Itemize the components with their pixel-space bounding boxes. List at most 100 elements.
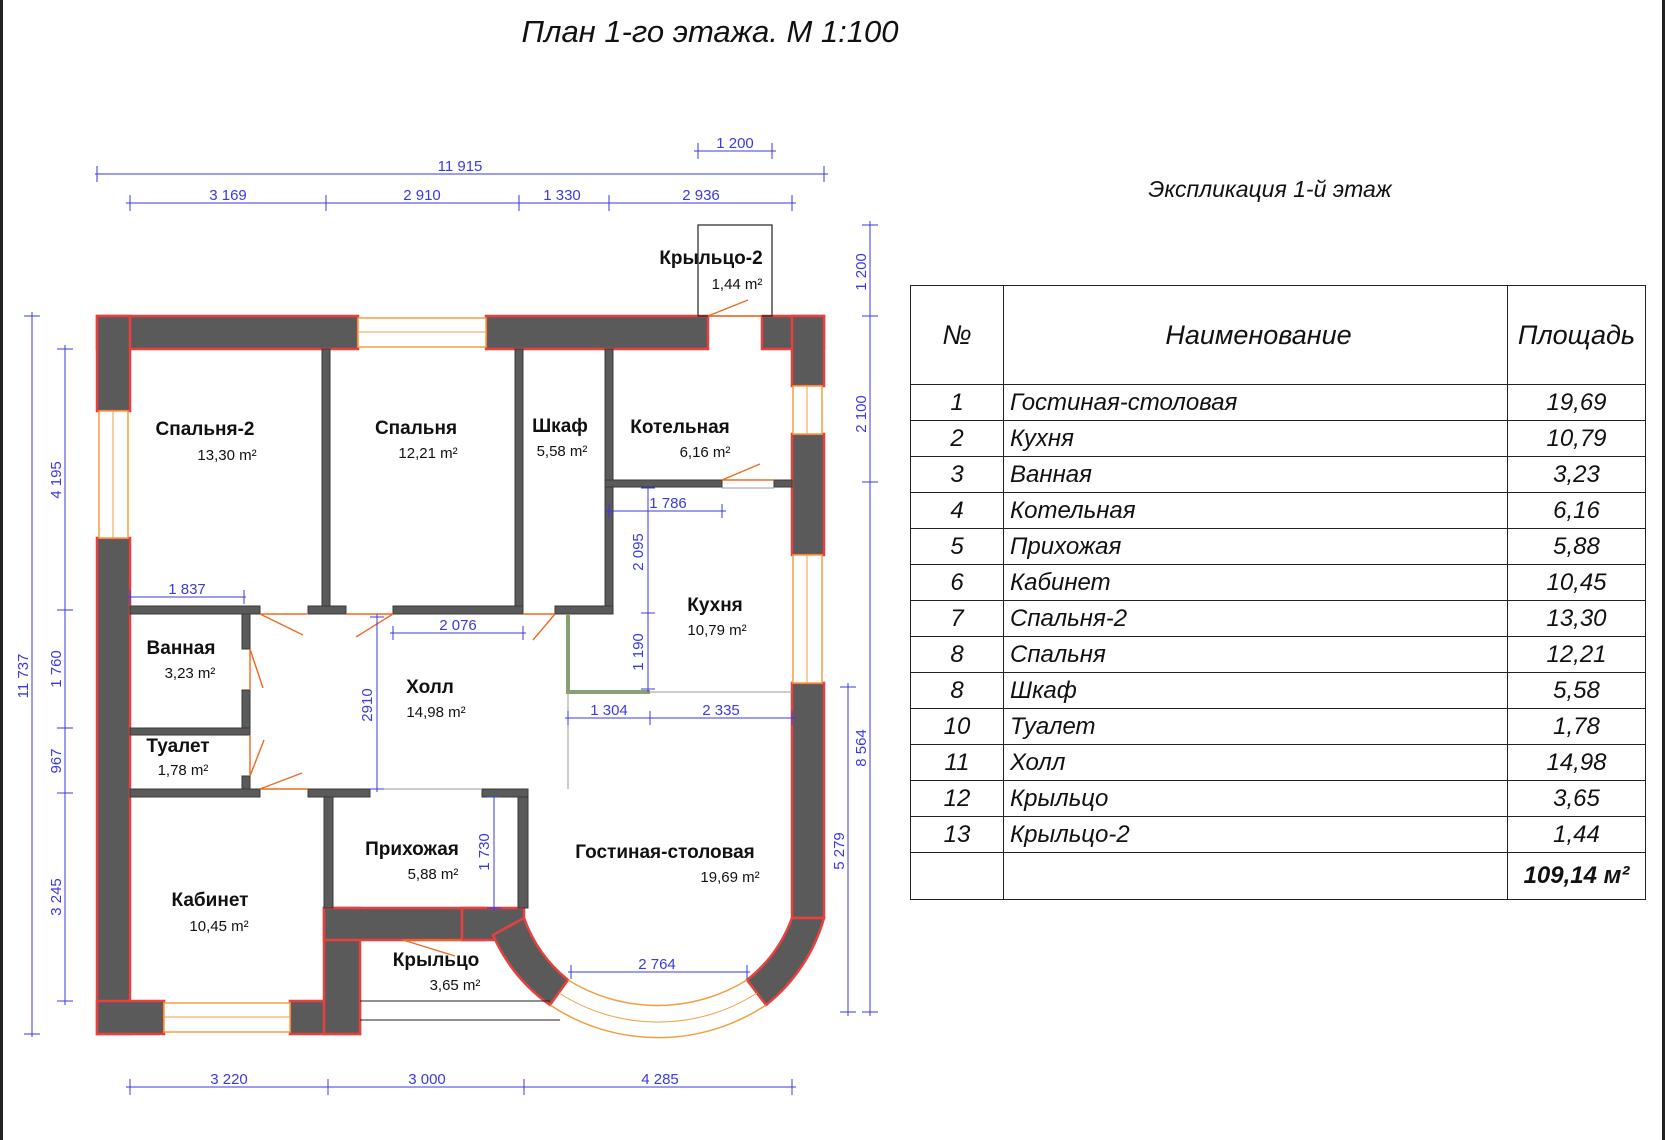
row-num: 7 [910,600,1004,637]
row-area: 14,98 [1507,744,1646,781]
exterior-walls [95,314,826,1036]
room-kukhnya-area: 10,79 m² [687,622,746,639]
explication-header-row: № Наименование Площадь [910,285,1646,385]
dim-kotel-w: 1 786 [649,495,687,512]
room-prikhozhaya-area: 5,88 m² [408,866,459,883]
room-kabinet-name: Кабинет [172,890,249,911]
dim-right-lower: 8 564 [853,729,870,767]
row-area: 1,78 [1507,708,1646,745]
row-area: 10,79 [1507,420,1646,457]
row-area: 1,44 [1507,816,1646,853]
dim-bottom-0: 3 220 [210,1071,248,1088]
room-gostinaya-name: Гостиная-столовая [575,842,754,863]
dim-top-0: 3 169 [209,187,247,204]
row-num: 3 [910,456,1004,493]
row-area: 12,21 [1507,636,1646,673]
row-num: 6 [910,564,1004,601]
row-name: Спальня [1003,636,1508,673]
room-shkaf-name: Шкаф [532,416,588,437]
room-spalnya-area: 12,21 m² [398,445,457,462]
row-name: Кабинет [1003,564,1508,601]
row-name: Спальня-2 [1003,600,1508,637]
dim-top-porch: 1 200 [716,135,754,152]
row-name: Крыльцо-2 [1003,816,1508,853]
row-name: Шкаф [1003,672,1508,709]
row-area: 3,65 [1507,780,1646,817]
dim-bottom-2: 4 285 [641,1071,679,1088]
room-prikhozhaya-name: Прихожая [365,839,459,860]
interior-walls [129,224,793,1021]
row-num: 12 [910,780,1004,817]
dim-top-3: 2 936 [682,187,720,204]
frame-right-border [1662,0,1665,1140]
row-name: Туалет [1003,708,1508,745]
windows [98,317,823,1039]
dim-right-inner: 5 279 [831,832,848,870]
row-area: 13,30 [1507,600,1646,637]
row-num: 1 [910,384,1004,421]
row-name: Прихожая [1003,528,1508,565]
dim-top-1: 2 910 [403,187,441,204]
room-kotelnaya-area: 6,16 m² [680,444,731,461]
row-num: 8 [910,672,1004,709]
dim-bottom-1: 3 000 [408,1071,446,1088]
row-num: 11 [910,744,1004,781]
dim-prikh-h: 1 730 [476,833,493,871]
row-name: Кухня [1003,420,1508,457]
row-name: Ванная [1003,456,1508,493]
room-tualet-area: 1,78 m² [158,762,209,779]
dim-right-upper: 2 100 [853,395,870,433]
dim-kukhnya-h2: 1 190 [630,633,647,671]
row-num: 4 [910,492,1004,529]
room-tualet-name: Туалет [146,736,209,757]
header-name: Наименование [1003,285,1508,385]
room-spalnya2-name: Спальня-2 [156,419,255,440]
dim-top-total: 11 915 [438,158,483,175]
row-area: 6,16 [1507,492,1646,529]
room-kotelnaya-name: Котельная [630,417,729,438]
dim-left-total: 11 737 [15,654,32,699]
row-area: 5,88 [1507,528,1646,565]
room-kabinet-area: 10,45 m² [189,918,248,935]
row-num: 8 [910,636,1004,673]
row-num: 10 [910,708,1004,745]
total-name-cell [1003,852,1508,900]
header-area: Площадь [1507,285,1646,385]
room-kryltso-name: Крыльцо [393,950,479,971]
row-name: Крыльцо [1003,780,1508,817]
dim-vannaya-w: 1 837 [168,581,206,598]
plan-title: План 1-го этажа. М 1:100 [521,14,899,49]
room-vannaya-area: 3,23 m² [165,665,216,682]
room-gostinaya-area: 19,69 m² [700,869,759,886]
header-num: № [910,285,1004,385]
dim-kukhnya-w2: 2 335 [702,702,740,719]
row-area: 19,69 [1507,384,1646,421]
room-labels: Спальня-2 13,30 m² Спальня 12,21 m² Шкаф… [146,248,762,994]
room-shkaf-area: 5,58 m² [537,443,588,460]
frame-left-border [0,0,3,1140]
dim-left-1: 1 760 [48,650,65,688]
room-spalnya2-area: 13,30 m² [197,447,256,464]
dim-top-2: 1 330 [543,187,581,204]
row-area: 5,58 [1507,672,1646,709]
room-kryltso2-area: 1,44 m² [712,276,763,293]
total-area: 109,14 м² [1507,852,1646,900]
dim-left-0: 4 195 [48,461,65,499]
room-kryltso-area: 3,65 m² [430,977,481,994]
dim-hall-w: 2 076 [439,617,477,634]
row-num: 2 [910,420,1004,457]
row-area: 3,23 [1507,456,1646,493]
room-kryltso2-name: Крыльцо-2 [659,248,762,269]
dim-left-2: 967 [48,748,65,773]
